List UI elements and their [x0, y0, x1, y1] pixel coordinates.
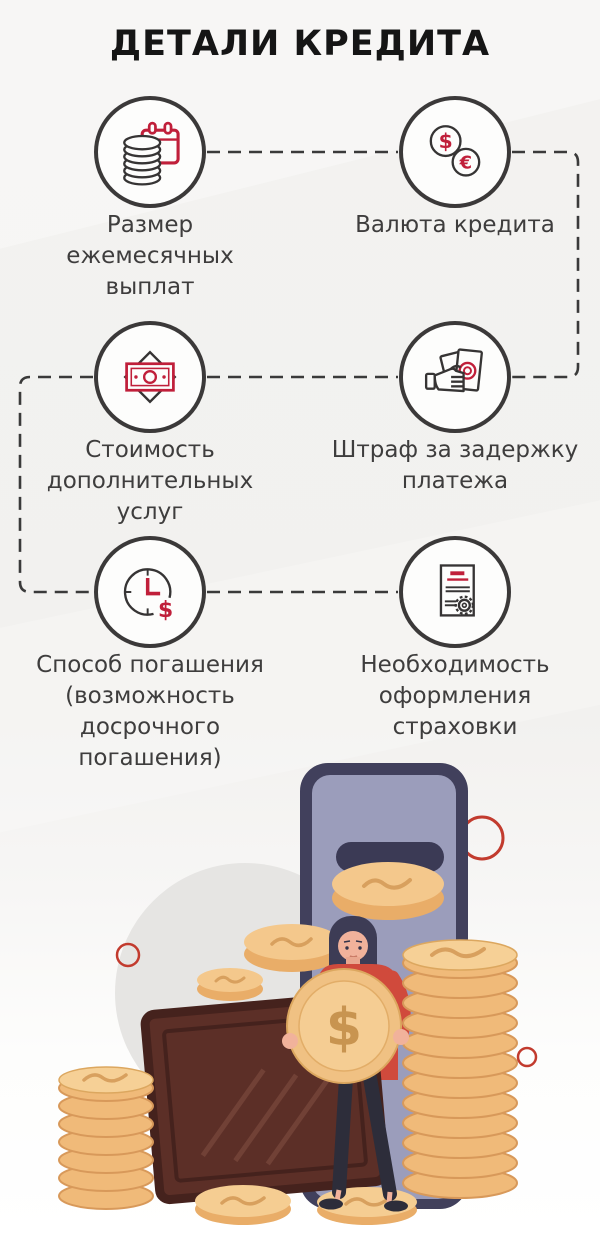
- illustration: $: [58, 763, 538, 1225]
- coin-from-slot: [332, 862, 444, 920]
- item-circle-insurance: [399, 536, 511, 648]
- item-label-late-payment-penalty: Штраф за задержку платежа: [331, 437, 579, 494]
- item-circle-loan-currency: $ €: [399, 96, 511, 208]
- item-label-loan-currency: Валюта кредита: [355, 212, 555, 238]
- legs: [319, 1071, 408, 1212]
- face: [338, 931, 368, 961]
- item-label-monthly-payments: Размер ежемесячных выплат: [66, 212, 234, 300]
- big-coin: $: [286, 968, 402, 1084]
- insurance-document-icon: [439, 564, 475, 617]
- left-coin-stack: [58, 1066, 154, 1210]
- dollar-symbol: $: [439, 129, 453, 153]
- right-coin-stack: [402, 939, 518, 1199]
- item-circle-repayment-method: $: [94, 536, 206, 648]
- item-label-additional-services: Стоимость дополнительных услуг: [46, 437, 254, 525]
- left-hand: [282, 1033, 298, 1049]
- item-circle-additional-services: [94, 321, 206, 433]
- dashed-connector-lines: [18, 150, 580, 594]
- floating-coin: [244, 924, 340, 972]
- red-ring-small-left: [115, 942, 141, 968]
- right-hand: [393, 1029, 409, 1045]
- hair-bangs: [337, 919, 369, 942]
- coin-behind-wallet: [197, 968, 263, 1001]
- dollar-euro-coins-icon: $ €: [429, 125, 481, 177]
- connector-left-bracket: [18, 375, 93, 594]
- shoe: [384, 1200, 408, 1212]
- euro-symbol: €: [459, 152, 472, 173]
- page-title: ДЕТАЛИ КРЕДИТА: [109, 24, 491, 64]
- item-circle-late-payment-penalty: [399, 321, 511, 433]
- clock-dollar-icon: $: [123, 568, 173, 623]
- item-label-repayment-method: Способ погашения (возможность досрочного…: [36, 652, 264, 771]
- item-circle-monthly-payments: [94, 96, 206, 208]
- calendar-coins-icon: [123, 121, 180, 186]
- dollar-symbol: $: [326, 998, 362, 1058]
- dollar-symbol: $: [158, 598, 173, 623]
- flat-coin: [195, 1185, 291, 1225]
- connector-right-bracket: [512, 150, 580, 379]
- banknote-icon: [123, 350, 177, 404]
- hand-with-money-icon: [424, 348, 483, 393]
- red-ring-small-right: [516, 1046, 538, 1068]
- shoe: [319, 1198, 343, 1210]
- item-label-insurance: Необходимость оформления страховки: [360, 652, 550, 740]
